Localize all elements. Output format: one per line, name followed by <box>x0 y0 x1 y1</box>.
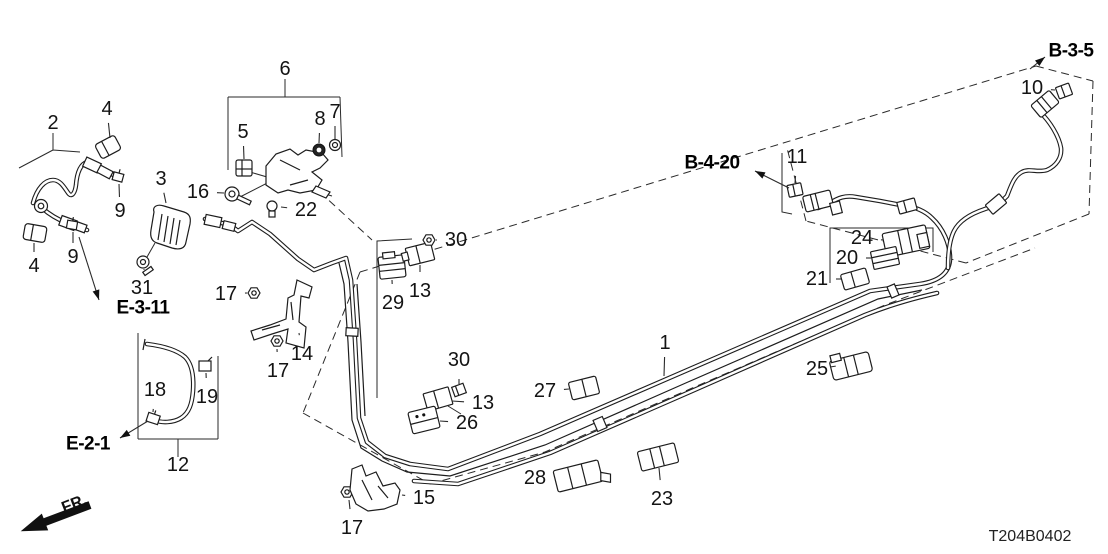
part-callout-18: 18 <box>143 379 167 401</box>
reference-label-E-3-11: E-3-11 <box>116 297 170 319</box>
part-callout-16: 16 <box>186 181 210 203</box>
valve-20 <box>869 246 901 270</box>
pipe-end-connector-10 <box>1030 90 1060 118</box>
bolt-31 <box>136 255 155 277</box>
fuel-hose-12 <box>142 338 193 422</box>
reference-label-E-2-1: E-2-1 <box>66 433 110 455</box>
clip-9a <box>111 169 125 183</box>
grommet-8 <box>312 143 326 157</box>
part-callout-7: 7 <box>329 101 341 123</box>
connector-4-bottom <box>22 223 48 243</box>
clip-30b <box>450 382 468 398</box>
clip-22 <box>266 200 278 218</box>
part-callout-22: 22 <box>294 199 318 221</box>
bracket-6 <box>265 148 331 199</box>
clip-21 <box>840 267 870 291</box>
clamp-27 <box>568 375 600 401</box>
part-callout-27: 27 <box>533 380 557 402</box>
part-callout-3: 3 <box>155 168 167 190</box>
shield-3 <box>150 204 191 250</box>
diagram-code: T204B0402 <box>988 528 1072 545</box>
part-callout-6: 6 <box>279 58 291 80</box>
part-callout-4: 4 <box>101 98 113 120</box>
bracket-14 <box>250 279 313 349</box>
part-callout-13: 13 <box>408 280 432 302</box>
part-callout-9: 9 <box>67 246 79 268</box>
part-callout-11: 11 <box>786 146 808 168</box>
nut-17a <box>247 287 261 299</box>
part-callout-20: 20 <box>835 247 859 269</box>
part-callout-12: 12 <box>166 454 190 476</box>
part-callout-15: 15 <box>412 487 436 509</box>
part-callout-17: 17 <box>340 517 364 539</box>
part-callout-26: 26 <box>455 412 479 434</box>
part-callout-31: 31 <box>130 277 154 299</box>
part-callout-10: 10 <box>1020 77 1044 99</box>
nut-17b <box>270 335 284 347</box>
part-callout-8: 8 <box>314 108 326 130</box>
clip-9b <box>65 217 79 231</box>
banjo-fitting <box>33 198 49 214</box>
part-callout-5: 5 <box>237 121 249 143</box>
reference-label-B-4-20: B-4-20 <box>684 152 740 174</box>
part-callout-30: 30 <box>444 229 468 251</box>
part-callout-25: 25 <box>805 358 829 380</box>
clip-10 <box>1055 82 1073 100</box>
reference-label-B-3-5: B-3-5 <box>1048 40 1094 62</box>
connector-4-top <box>94 135 122 159</box>
part-callout-14: 14 <box>290 343 314 365</box>
clip-19 <box>198 356 213 372</box>
part-callout-24: 24 <box>850 227 874 249</box>
clamp-25 <box>829 351 873 381</box>
part-callout-2: 2 <box>47 112 59 134</box>
washer-7 <box>328 138 342 152</box>
part-callout-19: 19 <box>195 386 219 408</box>
part-callout-21: 21 <box>805 268 829 290</box>
clip-5 <box>235 159 253 177</box>
part-callout-9: 9 <box>114 200 126 222</box>
part-callout-13: 13 <box>471 392 495 414</box>
bolt-16 <box>224 186 252 206</box>
part-callout-23: 23 <box>650 488 674 510</box>
clamp-13a <box>400 241 436 267</box>
clamp-13b <box>422 386 454 412</box>
damper-26 <box>407 405 441 435</box>
part-callout-17: 17 <box>214 283 238 305</box>
part-callout-29: 29 <box>381 292 405 314</box>
damper-29 <box>377 251 407 280</box>
clip-11 <box>786 182 804 198</box>
part-callout-28: 28 <box>523 467 547 489</box>
part-callout-1: 1 <box>659 332 671 354</box>
clamp-23 <box>636 442 680 472</box>
bracket-28 <box>552 459 612 493</box>
bracket-15 <box>349 464 401 512</box>
part-callout-17: 17 <box>266 360 290 382</box>
clip-18 <box>145 410 162 426</box>
quick-connector-11 <box>802 189 834 213</box>
nut-30a <box>422 234 436 246</box>
part-callout-4: 4 <box>28 255 40 277</box>
part-callout-30: 30 <box>447 349 471 371</box>
